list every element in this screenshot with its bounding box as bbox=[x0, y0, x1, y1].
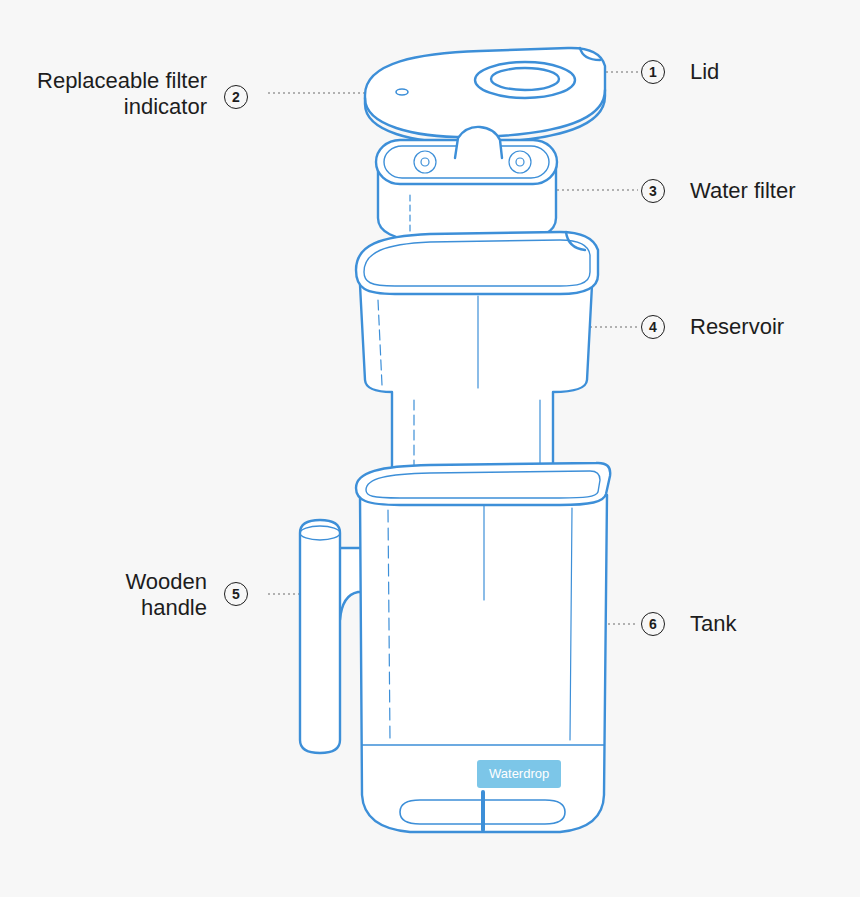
lid-outline bbox=[365, 48, 605, 137]
filter-handle bbox=[455, 127, 502, 158]
tank-rim-inner bbox=[366, 471, 600, 498]
pitcher-parts bbox=[300, 48, 610, 832]
handle-top bbox=[300, 526, 340, 540]
part-label: Lid bbox=[690, 59, 719, 85]
tank-line bbox=[570, 508, 572, 740]
indicator-dot bbox=[396, 89, 408, 95]
filter-pattern bbox=[421, 158, 429, 166]
callout-number: 1 bbox=[641, 60, 665, 84]
reservoir-notch bbox=[566, 232, 585, 250]
logo-badge bbox=[477, 760, 561, 788]
tank-body bbox=[360, 495, 607, 832]
callout-number: 4 bbox=[641, 315, 665, 339]
filter-line bbox=[409, 195, 410, 235]
reservoir-line bbox=[477, 296, 478, 388]
part-label: Wooden handle bbox=[107, 569, 207, 621]
tank-line bbox=[388, 510, 390, 740]
tank-drawing bbox=[356, 463, 610, 832]
tank-line bbox=[483, 505, 484, 600]
tank-strip bbox=[481, 792, 485, 830]
filter-pattern bbox=[516, 158, 524, 166]
tank-band bbox=[362, 744, 604, 745]
lid-tab bbox=[580, 48, 600, 60]
part-label: Reservoir bbox=[690, 314, 784, 340]
part-label: Replaceable filter indicator bbox=[37, 68, 207, 120]
reservoir-rim bbox=[356, 232, 598, 294]
filter-pattern bbox=[414, 151, 436, 173]
reservoir-line bbox=[378, 300, 382, 385]
lid-hole bbox=[475, 62, 575, 98]
reservoir-rim-inner bbox=[364, 240, 590, 286]
callout-number: 6 bbox=[641, 612, 665, 636]
brand-logo: Waterdrop bbox=[489, 766, 549, 782]
part-label: Water filter bbox=[690, 178, 796, 204]
handle-grip bbox=[300, 520, 340, 753]
callout-number: 2 bbox=[224, 85, 248, 109]
callout-number: 3 bbox=[641, 179, 665, 203]
tank-rim bbox=[356, 463, 610, 505]
lid-hole-inner bbox=[491, 68, 559, 90]
filter-drawing bbox=[376, 127, 557, 240]
part-label: Tank bbox=[690, 611, 736, 637]
callout-number: 5 bbox=[224, 582, 248, 606]
filter-pattern bbox=[509, 151, 531, 173]
